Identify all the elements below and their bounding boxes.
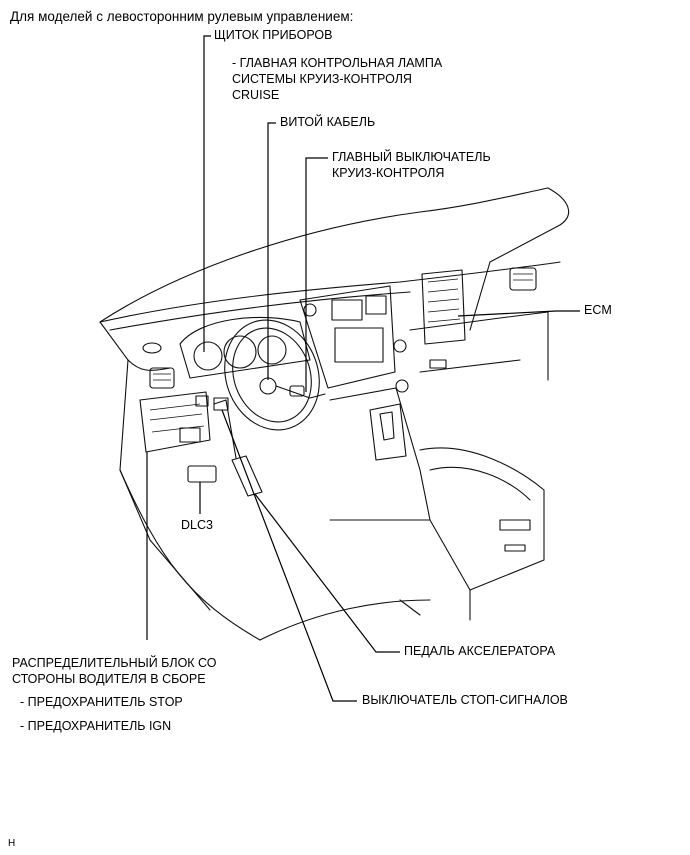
label-cruise-indicator-line2: СИСТЕМЫ КРУИЗ-КОНТРОЛЯ xyxy=(232,72,412,86)
footer-code: H xyxy=(8,838,16,849)
label-accelerator-pedal: ПЕДАЛЬ АКСЕЛЕРАТОРА xyxy=(404,644,556,658)
label-spiral-cable: ВИТОЙ КАБЕЛЬ xyxy=(280,115,376,129)
center-console xyxy=(329,387,431,521)
right-pillar xyxy=(469,224,561,331)
spiral-cable-part xyxy=(259,377,277,395)
accelerator-pedal-part xyxy=(231,455,263,497)
ecm-box xyxy=(421,269,466,345)
steering-wheel xyxy=(224,319,320,431)
label-stop-light-switch: ВЫКЛЮЧАТЕЛЬ СТОП-СИГНАЛОВ xyxy=(362,693,568,707)
label-fuse-ign: - ПРЕДОХРАНИТЕЛЬ IGN xyxy=(20,719,172,733)
label-combination-meter: ЩИТОК ПРИБОРОВ xyxy=(214,28,333,42)
label-cruise-indicator-line1: - ГЛАВНАЯ КОНТРОЛЬНАЯ ЛАМПА xyxy=(232,56,443,70)
label-junction-block-line2: СТОРОНЫ ВОДИТЕЛЯ В СБОРЕ xyxy=(12,672,206,686)
label-junction-block-line1: РАСПРЕДЕЛИТЕЛЬНЫЙ БЛОК СО xyxy=(12,656,217,670)
label-main-switch-line2: КРУИЗ-КОНТРОЛЯ xyxy=(332,166,445,180)
meter-hood xyxy=(179,316,311,379)
dlc3-connector xyxy=(187,465,217,483)
roof-line xyxy=(547,187,570,226)
label-ecm: ECM xyxy=(584,303,612,317)
label-main-switch-line1: ГЛАВНЫЙ ВЫКЛЮЧАТЕЛЬ xyxy=(332,150,491,164)
windshield-frame xyxy=(99,187,549,323)
stop-light-switch-part xyxy=(213,397,229,411)
label-dlc3: DLC3 xyxy=(181,518,213,532)
label-cruise-indicator-line3: CRUISE xyxy=(232,88,280,102)
page-title: Для моделей с левосторонним рулевым упра… xyxy=(10,9,354,24)
junction-block xyxy=(139,391,211,453)
center-stack xyxy=(299,285,396,389)
label-fuse-stop: - ПРЕДОХРАНИТЕЛЬ STOP xyxy=(20,695,183,709)
dash-top-line xyxy=(99,261,561,323)
